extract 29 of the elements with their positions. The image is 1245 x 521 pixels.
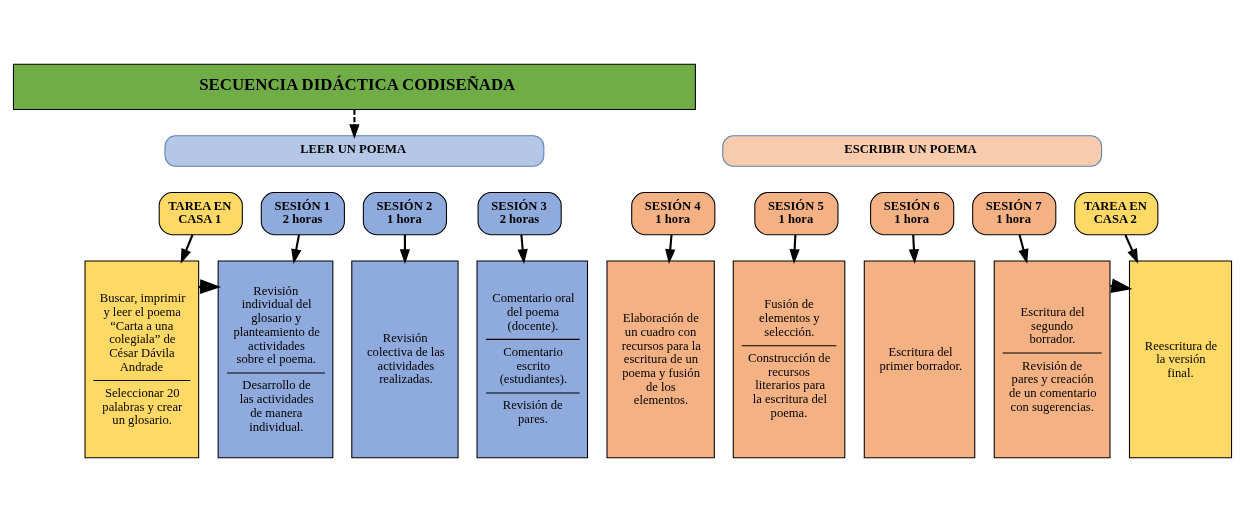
- arrow: [517, 234, 528, 264]
- node-box: SESIÓN 5 1 hora: [754, 191, 839, 235]
- node-box: Escritura del primer borrador.: [863, 259, 976, 458]
- arrow: [349, 109, 360, 139]
- node-box: Elaboración de un cuadro con recursos para la escritura de un poema y fusión de los elementos.: [606, 259, 715, 458]
- node-box: ESCRIBIR UN POEMA: [722, 134, 1103, 167]
- node-box: Reescritura de la versión final.: [1128, 259, 1233, 458]
- node-box: SESIÓN 1 2 horas: [260, 191, 345, 235]
- node-box: LEER UN POEMA: [164, 134, 545, 167]
- node-box: Revisión individual del glosario y planteamiento de actividades sobre el poema. Desarrollo de las actividades de manera individual.: [217, 259, 334, 458]
- node-box: Revisión colectiva de las actividades realizadas.: [351, 259, 459, 458]
- arrow: [291, 234, 302, 264]
- node-box: SECUENCIA DIDÁCTICA CODISEÑADA: [12, 63, 696, 110]
- arrow: [1124, 234, 1139, 264]
- arrow: [180, 234, 194, 264]
- arrow: [908, 234, 920, 264]
- arrow: [789, 234, 800, 264]
- node-box: SESIÓN 3 2 horas: [477, 191, 562, 235]
- node-box: SESIÓN 4 1 hora: [631, 191, 716, 235]
- node-box: SESIÓN 6 1 hora: [870, 191, 955, 235]
- node-box: SESIÓN 2 1 hora: [362, 191, 447, 235]
- node-box: Comentario oral del poema (docente). Comentario escrito (estudiantes). Revisión de pares.: [476, 259, 589, 458]
- node-box: SESIÓN 7 1 hora: [972, 191, 1057, 235]
- arrow: [1018, 234, 1029, 264]
- arrow: [665, 234, 676, 264]
- arrow: [399, 234, 411, 264]
- node-box: Fusión de elementos y selección. Construcción de recursos literarios para la escritura del poema.: [732, 259, 846, 458]
- node-box: TAREA EN CASA 2: [1074, 191, 1159, 235]
- node-box: TAREA EN CASA 1: [158, 191, 243, 235]
